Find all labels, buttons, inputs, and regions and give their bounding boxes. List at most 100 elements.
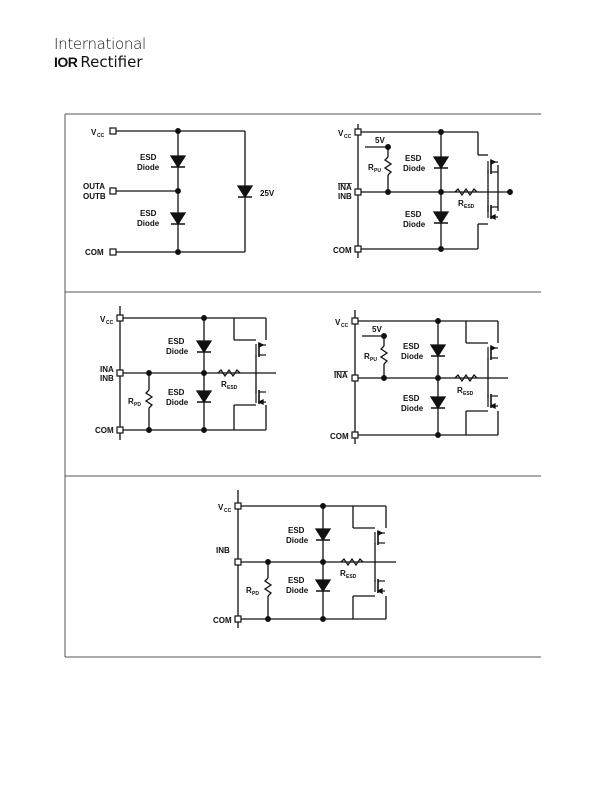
svg-text:ESD: ESD xyxy=(168,337,185,346)
svg-text:CC: CC xyxy=(341,323,349,329)
svg-text:Diode: Diode xyxy=(401,352,424,361)
esd-diode-icon xyxy=(170,212,186,225)
vcc-pin-icon xyxy=(116,314,124,322)
svg-text:ESD: ESD xyxy=(288,526,305,535)
input-pin-icon xyxy=(354,188,362,196)
circuit-output-esd xyxy=(109,127,253,256)
input-pin-icon xyxy=(351,374,359,382)
supply-5v-label: 5V xyxy=(375,136,385,145)
svg-text:COM: COM xyxy=(333,246,352,255)
circuit-input-pulldown-2-labels: V CC INB COM R PD ESD Diode ESD Diode R … xyxy=(213,503,357,625)
svg-text:R: R xyxy=(458,199,464,208)
svg-text:5V: 5V xyxy=(372,325,382,334)
circuit-input-pulldown-1-labels: V CC INA INB COM R PD ESD Diode ESD Diod… xyxy=(95,315,238,435)
svg-text:R: R xyxy=(364,352,370,361)
svg-text:ESD: ESD xyxy=(405,154,422,163)
inb-label: INB xyxy=(216,546,230,555)
vcc-pin-icon xyxy=(354,128,362,136)
svg-text:ESD: ESD xyxy=(403,394,420,403)
out-pin-icon xyxy=(109,187,117,195)
ina-label: INA xyxy=(334,371,348,380)
pmos-transistor-icon xyxy=(487,159,499,175)
logo-line-rectifier: Rectifier xyxy=(80,53,143,71)
esd-diode-icon xyxy=(433,211,449,224)
svg-text:CC: CC xyxy=(344,134,352,140)
pmos-transistor-icon xyxy=(255,342,267,358)
svg-text:ESD: ESD xyxy=(168,388,185,397)
diode-label: Diode xyxy=(137,163,160,172)
svg-text:ESD: ESD xyxy=(227,385,238,391)
com-pin-icon xyxy=(109,248,117,256)
vcc-pin-icon xyxy=(109,127,117,135)
esd-diode-icon xyxy=(315,579,331,592)
vcc-label: V xyxy=(91,128,97,137)
svg-text:PD: PD xyxy=(134,402,141,408)
svg-text:V: V xyxy=(338,129,344,138)
esd-diode-icon xyxy=(196,390,212,403)
esd-label: ESD xyxy=(140,153,157,162)
svg-text:INA: INA xyxy=(100,365,114,374)
nmos-transistor-icon xyxy=(255,389,267,405)
logo-mark: IOR xyxy=(54,54,78,70)
svg-text:PU: PU xyxy=(374,168,381,174)
company-logo: International IOR Rectifier xyxy=(54,36,146,71)
ina-label: INA xyxy=(338,183,352,192)
svg-text:R: R xyxy=(246,586,252,595)
svg-text:Diode: Diode xyxy=(166,398,189,407)
com-pin-icon xyxy=(354,245,362,253)
vcc-pin-icon xyxy=(234,502,242,510)
esd-diode-icon xyxy=(315,528,331,541)
svg-text:V: V xyxy=(100,315,106,324)
svg-text:CC: CC xyxy=(224,508,232,514)
esd-diode-icon xyxy=(196,340,212,353)
inb-label: INB xyxy=(338,192,352,201)
outa-label: OUTA xyxy=(83,182,105,191)
svg-text:COM: COM xyxy=(213,616,232,625)
svg-text:Diode: Diode xyxy=(166,347,189,356)
svg-text:ESD: ESD xyxy=(346,574,357,580)
input-pin-icon xyxy=(116,369,124,377)
com-pin-icon xyxy=(116,426,124,434)
pmos-transistor-icon xyxy=(487,345,499,361)
svg-text:Diode: Diode xyxy=(286,586,309,595)
circuit-output-esd-labels: V CC OUTA OUTB COM ESD Diode ESD Diode 2… xyxy=(83,128,275,257)
svg-text:COM: COM xyxy=(95,426,114,435)
esd-diode-icon xyxy=(433,156,449,169)
svg-text:R: R xyxy=(128,397,134,406)
diode-label: Diode xyxy=(137,219,160,228)
vcc-pin-icon xyxy=(351,317,359,325)
svg-text:ESD: ESD xyxy=(405,210,422,219)
svg-text:R: R xyxy=(457,386,463,395)
logo-line-international: International xyxy=(54,35,146,53)
outb-label: OUTB xyxy=(83,192,106,201)
svg-text:Diode: Diode xyxy=(403,220,426,229)
com-pin-icon xyxy=(234,615,242,623)
pmos-transistor-icon xyxy=(374,530,386,546)
com-label: COM xyxy=(85,248,104,257)
nmos-transistor-icon xyxy=(374,578,386,594)
svg-text:INB: INB xyxy=(100,374,114,383)
svg-text:ESD: ESD xyxy=(403,342,420,351)
esd-diode-icon xyxy=(430,396,446,409)
circuit-input-pullup-1 xyxy=(354,124,513,258)
svg-text:V: V xyxy=(218,503,224,512)
nmos-transistor-icon xyxy=(487,393,499,409)
com-pin-icon xyxy=(351,431,359,439)
esd-diode-icon xyxy=(430,344,446,357)
svg-text:R: R xyxy=(221,380,227,389)
svg-text:ESD: ESD xyxy=(463,391,474,397)
svg-text:PD: PD xyxy=(252,591,259,597)
circuit-input-pullup-2 xyxy=(351,310,508,444)
nmos-transistor-icon xyxy=(487,204,499,220)
circuit-input-pulldown-2 xyxy=(234,490,396,628)
svg-text:Diode: Diode xyxy=(403,164,426,173)
zener-voltage-label: 25V xyxy=(260,189,275,198)
esd-diode-icon xyxy=(170,155,186,168)
circuit-input-pullup-2-labels: V CC 5V R PU INA COM ESD Diode ESD Diode… xyxy=(330,318,474,441)
zener-diode-icon xyxy=(237,185,253,198)
circuit-input-pullup-1-labels: V CC 5V R PU INA INB COM ESD Diode ESD D… xyxy=(333,129,475,255)
panel-frame xyxy=(64,113,541,658)
esd-label: ESD xyxy=(140,209,157,218)
input-pin-icon xyxy=(234,558,242,566)
